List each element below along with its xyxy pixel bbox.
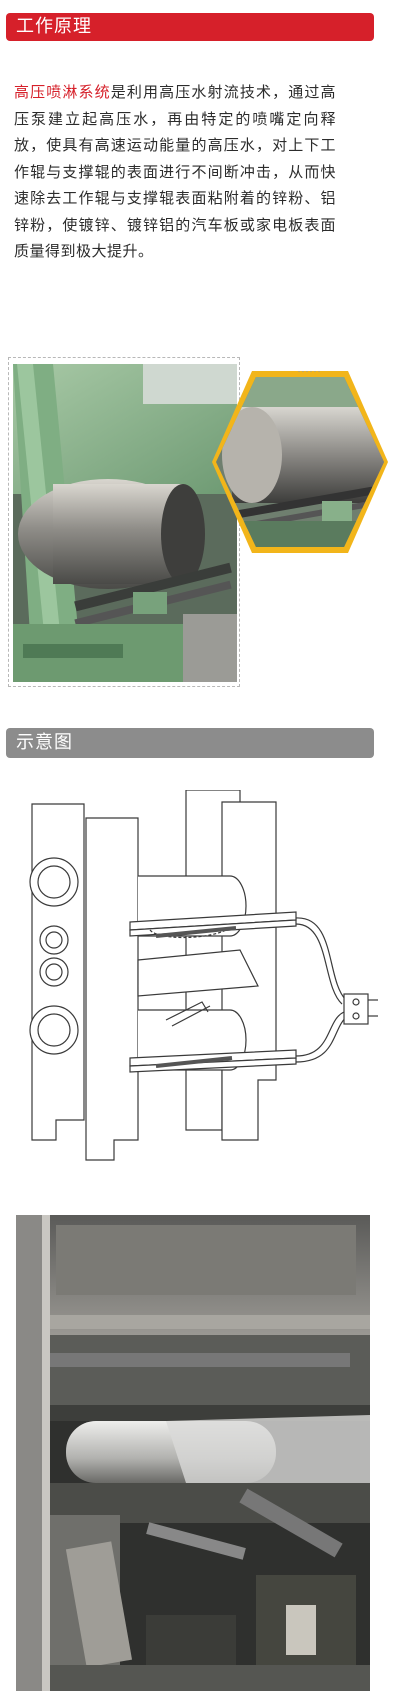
section-title: 示意图 <box>16 732 73 753</box>
installation-photo <box>16 1215 370 1691</box>
section-header-principle: 工作原理 <box>6 13 374 41</box>
intro-paragraph: 高压喷淋系统是利用高压水射流技术，通过高压泵建立起高压水，再由特定的喷嘴定向释放… <box>14 79 336 265</box>
machine-photo <box>13 364 237 682</box>
schematic-diagram <box>29 790 378 1161</box>
photo-frame <box>8 357 240 687</box>
highlight-term: 高压喷淋系统 <box>14 83 111 101</box>
section-header-diagram: 示意图 <box>6 728 374 758</box>
intro-body: 是利用高压水射流技术，通过高压泵建立起高压水，再由特定的喷嘴定向释放，使具有高速… <box>14 83 336 260</box>
section-title: 工作原理 <box>16 16 92 37</box>
hexagon-inset <box>212 371 388 553</box>
